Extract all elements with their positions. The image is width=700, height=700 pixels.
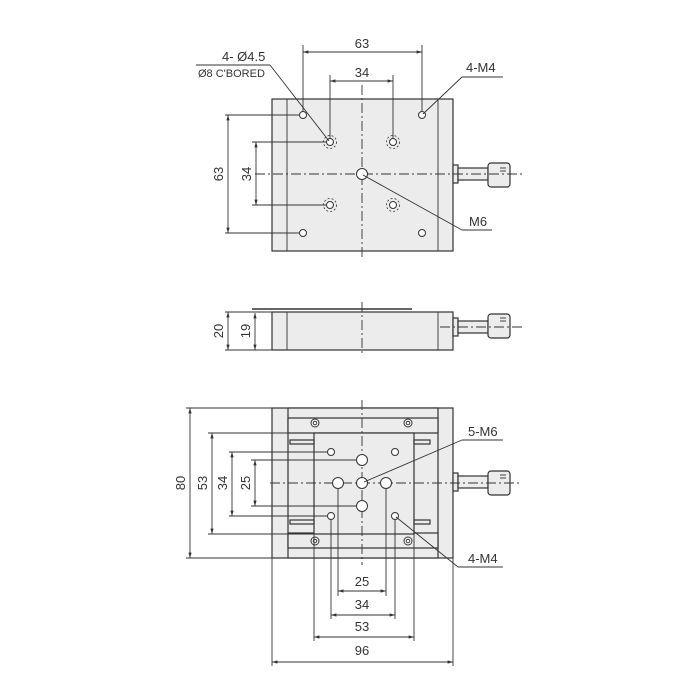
label-5-m6: 5-M6	[468, 424, 498, 439]
micrometer-knob-top	[452, 162, 511, 188]
top-view: 63 34 63 34 4- Ø4.5 Ø8 C'BORED 4-M4 M6	[196, 36, 525, 260]
dim-34-v: 34	[239, 167, 254, 181]
dim-63-v: 63	[211, 167, 226, 181]
label-cbore-2: Ø8 C'BORED	[198, 68, 265, 80]
dim-53-v: 53	[195, 476, 210, 490]
dim-96: 96	[355, 643, 369, 658]
bottom-view: 80 53 34 25 25 34 53 96 5-M6 4-M4	[173, 400, 522, 666]
m6-hole	[356, 168, 368, 180]
dim-25-h: 25	[355, 574, 369, 589]
dim-34-h: 34	[355, 65, 369, 80]
dim-63-h: 63	[355, 36, 369, 51]
label-m6: M6	[469, 214, 487, 229]
label-4-m4-top: 4-M4	[466, 60, 496, 75]
rail-top	[287, 417, 439, 434]
dim-25-v: 25	[238, 476, 253, 490]
dim-20: 20	[211, 324, 226, 338]
dim-34-h-bottom: 34	[355, 597, 369, 612]
side-view: 20 19	[211, 302, 522, 355]
dim-19: 19	[238, 324, 253, 338]
m6-holes-bottom	[332, 454, 392, 512]
rail-bottom	[287, 532, 439, 549]
dim-53-h: 53	[355, 619, 369, 634]
label-4-m4-bottom: 4-M4	[468, 551, 498, 566]
dim-34-v-bottom: 34	[215, 476, 230, 490]
side-body	[271, 311, 454, 351]
dim-80: 80	[173, 476, 188, 490]
rail-screws	[310, 418, 413, 546]
label-cbore-1: 4- Ø4.5	[222, 49, 265, 64]
